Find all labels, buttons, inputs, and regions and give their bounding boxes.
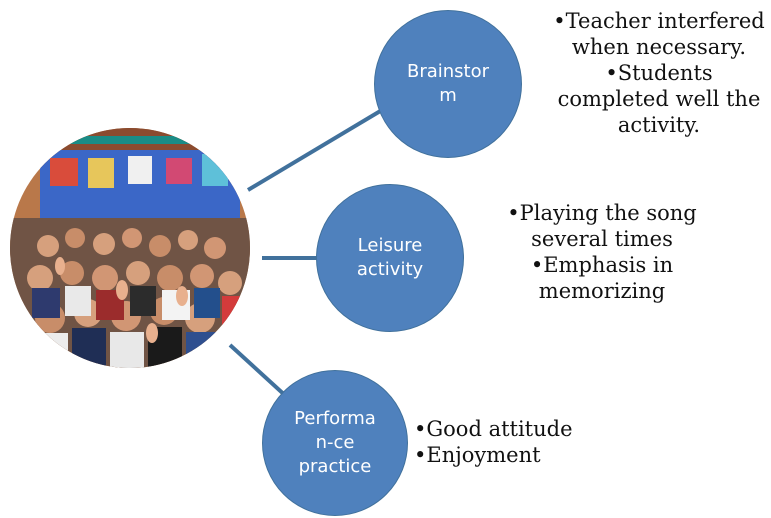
bullet-item: •Good attitude (414, 417, 573, 441)
bullet-item: •Playing the song several times (507, 201, 697, 251)
connector-performance-practice (228, 343, 290, 400)
bullet-item: •Students completed well the activity. (557, 61, 761, 137)
connector-brainstorm (246, 108, 384, 192)
node-label: Performa n-ce practice (294, 408, 376, 477)
node-label: Leisure activity (356, 235, 424, 280)
bullet-list-brainstorm: •Teacher interfered when necessary. •Stu… (548, 8, 770, 138)
bullet-list-performance-practice: •Good attitude •Enjoyment (414, 416, 614, 468)
classroom-photo (10, 128, 250, 368)
node-label: Brainstor m (406, 61, 490, 106)
bullet-item: •Enjoyment (414, 443, 541, 467)
node-brainstorm: Brainstor m (374, 10, 522, 158)
node-leisure-activity: Leisure activity (316, 184, 464, 332)
node-performance-practice: Performa n-ce practice (262, 370, 408, 516)
bullet-list-leisure-activity: •Playing the song several times •Emphasi… (486, 200, 718, 304)
bullet-item: •Emphasis in memorizing (530, 253, 674, 303)
classroom-photo-icon (10, 128, 250, 368)
bullet-item: •Teacher interfered when necessary. (553, 9, 765, 59)
